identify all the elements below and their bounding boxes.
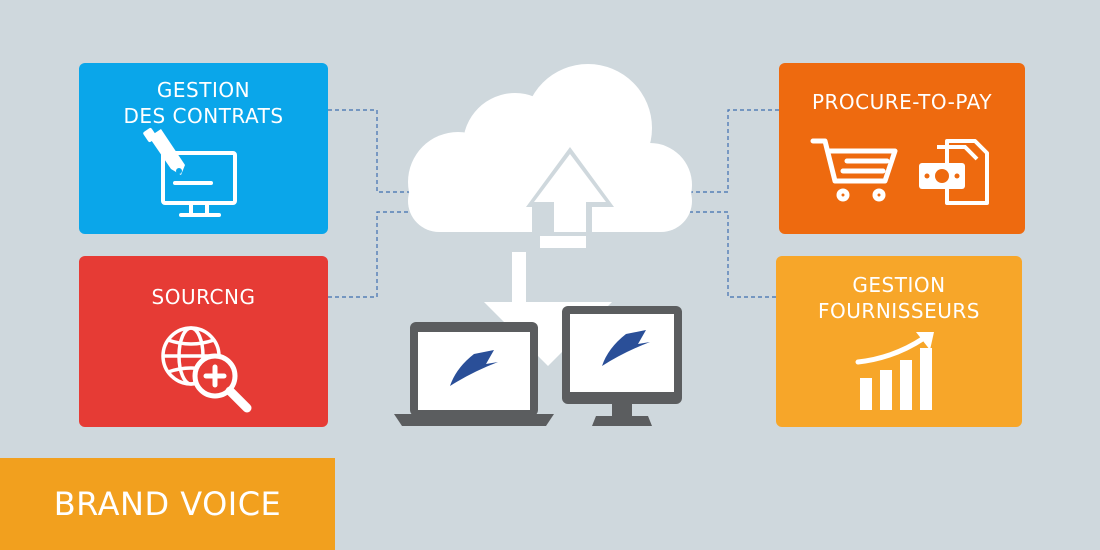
card-procure-title: PROCURE-TO-PAY xyxy=(779,89,1025,115)
card-procure-to-pay: PROCURE-TO-PAY xyxy=(779,63,1025,234)
connector-procure xyxy=(690,109,779,193)
card-gestion-contrats: GESTION DES CONTRATS xyxy=(79,63,328,234)
card-sourcing-title: SOURCNG xyxy=(79,284,328,310)
connector-sourcing xyxy=(328,211,410,298)
brand-voice-label: BRAND VOICE xyxy=(53,485,282,523)
connector-contrats xyxy=(328,109,410,193)
card-sourcing: SOURCNG xyxy=(79,256,328,427)
cloud-icon xyxy=(408,64,692,232)
brand-voice-badge: BRAND VOICE xyxy=(0,458,335,550)
card-gestion-fournisseurs: GESTION FOURNISSEURS xyxy=(776,256,1022,427)
monitor-pen-icon xyxy=(143,128,237,217)
desktop-monitor-icon xyxy=(562,306,682,426)
card-contrats-line2: DES CONTRATS xyxy=(123,104,284,128)
cart-and-money-icon xyxy=(810,138,989,205)
shopping-cart-icon xyxy=(810,138,898,202)
growth-chart-icon xyxy=(855,332,934,410)
invoice-money-icon xyxy=(919,139,989,205)
card-fourn-line2: FOURNISSEURS xyxy=(818,299,980,323)
card-sourcing-line1: SOURCNG xyxy=(151,285,256,309)
laptop-icon xyxy=(394,322,554,426)
center-graphic xyxy=(394,64,692,426)
connector-fournisseurs xyxy=(690,211,776,298)
card-contrats-title: GESTION DES CONTRATS xyxy=(79,77,328,129)
blue-swoosh-logo-icon xyxy=(450,330,650,386)
card-fourn-title: GESTION FOURNISSEURS xyxy=(776,272,1022,324)
card-contrats-line1: GESTION xyxy=(156,78,251,102)
card-procure-line1: PROCURE-TO-PAY xyxy=(811,90,993,114)
globe-search-plus-icon xyxy=(161,326,252,413)
card-fourn-line1: GESTION xyxy=(852,273,946,297)
